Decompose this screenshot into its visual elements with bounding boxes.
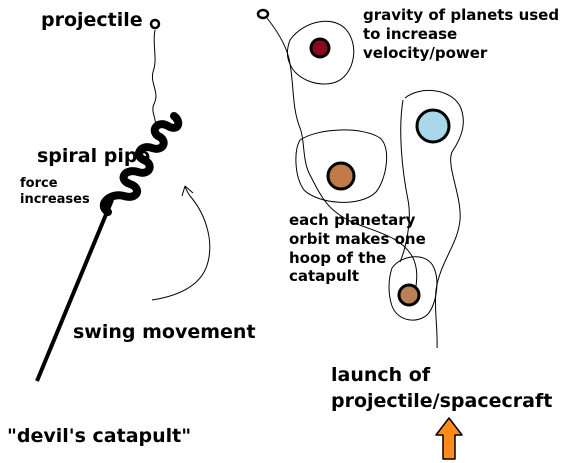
spiral-pipe-label: spiral pipe [37,145,151,167]
planet-dark-red [309,37,331,59]
swing-curve-tip [181,185,194,197]
orbit-loop-1 [286,20,355,85]
orbit-note-label: each planetary orbit makes one hoop of t… [289,211,426,286]
swing-movement-label: swing movement [73,321,256,343]
planet-light-blue [415,108,451,144]
spiral-pipe [99,112,183,216]
planet-brown [326,161,356,191]
planet-small-brown [397,283,421,307]
orbit-loop-2 [295,129,388,203]
catapult-sketch [35,18,211,382]
force-increases-label: force increases [20,176,90,208]
orbit-loop-4 [388,256,438,321]
gravity-note-label: gravity of planets used to increase velo… [363,6,560,62]
orbit-link-left [399,99,410,263]
devils-catapult-label: "devil's catapult" [7,425,192,447]
projectile-trail [151,29,157,131]
catapult-arm [35,199,114,382]
projectile-label: projectile [41,9,143,31]
slingshot-sketch [256,8,464,460]
up-arrow-icon [435,417,463,460]
projectile-ball [149,18,161,30]
swing-curve [151,185,211,301]
launch-label: launch of projectile/spacecraft [331,364,553,412]
spacecraft-start [256,8,270,20]
